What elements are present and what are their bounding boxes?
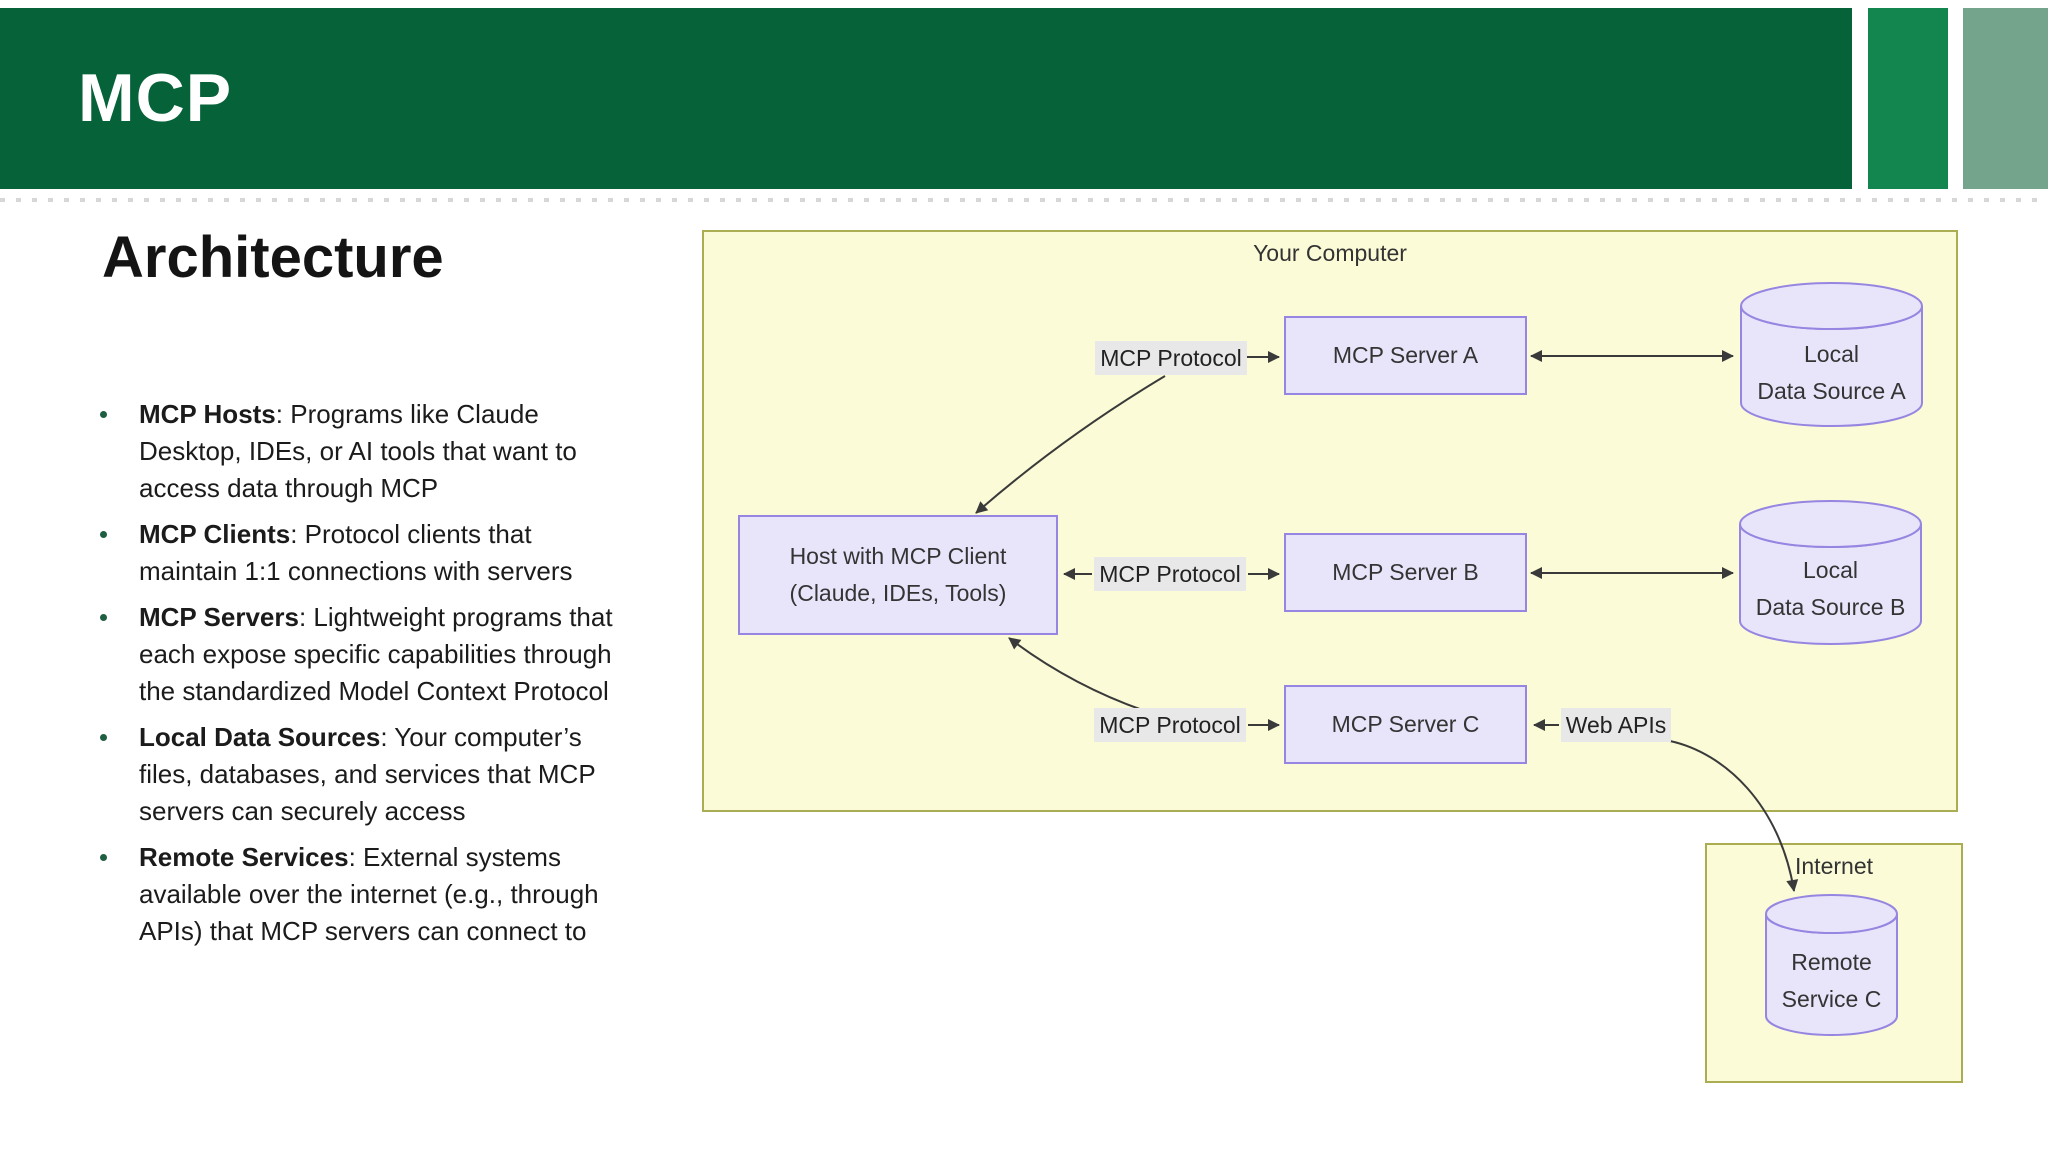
data-source-a-line2: Data Source A: [1757, 378, 1906, 404]
bullet-term: Local Data Sources: [139, 722, 381, 752]
bullet-text: : Programs like Claude Desktop, IDEs, or…: [139, 399, 577, 503]
slide-title: MCP: [78, 60, 233, 136]
remote-service-c-line2: Service C: [1781, 986, 1882, 1012]
remote-service-c-label: Remote Service C: [1766, 944, 1897, 1018]
section-heading: Architecture: [102, 225, 444, 290]
edge-label-mcp-protocol-a: MCP Protocol: [1095, 341, 1247, 375]
edge-label-mcp-protocol-c: MCP Protocol: [1094, 708, 1246, 742]
header-accent-secondary: [1963, 8, 2048, 189]
data-source-b-line2: Data Source B: [1755, 594, 1906, 620]
bullet-item-mcp-servers: MCP Servers: Lightweight programs that e…: [100, 599, 712, 710]
bullet-item-mcp-hosts: MCP Hosts: Programs like Claude Desktop,…: [100, 396, 712, 507]
bullet-item-remote-services: Remote Services: External systems availa…: [100, 839, 712, 950]
bullet-text: : Your computer’s files, databases, and …: [139, 722, 596, 826]
server-a-node: MCP Server A: [1284, 316, 1527, 395]
remote-service-c-line1: Remote: [1791, 949, 1872, 975]
server-a-label: MCP Server A: [1332, 342, 1479, 368]
server-c-node: MCP Server C: [1284, 685, 1527, 764]
server-b-label: MCP Server B: [1332, 559, 1479, 585]
server-b-node: MCP Server B: [1284, 533, 1527, 612]
data-source-a-label: Local Data Source A: [1741, 336, 1922, 410]
header-bar: MCP: [0, 8, 1852, 189]
bullet-item-mcp-clients: MCP Clients: Protocol clients that maint…: [100, 516, 712, 590]
edge-label-mcp-protocol-b: MCP Protocol: [1094, 557, 1246, 591]
host-node-line1: Host with MCP Client: [789, 543, 1007, 569]
bullet-text: : External systems available over the in…: [139, 842, 599, 946]
edge-label-web-apis: Web APIs: [1561, 708, 1671, 742]
header-accent-primary: [1868, 8, 1948, 189]
bullet-item-local-data-sources: Local Data Sources: Your computer’s file…: [100, 719, 712, 830]
data-source-b-line1: Local: [1803, 557, 1858, 583]
bullet-text: : Protocol clients that maintain 1:1 con…: [139, 519, 573, 586]
data-source-b-label: Local Data Source B: [1740, 552, 1921, 626]
bullet-text: : Lightweight programs that each expose …: [139, 602, 613, 706]
dotted-separator: [0, 198, 2048, 202]
bullet-term: MCP Servers: [139, 602, 299, 632]
bullet-term: Remote Services: [139, 842, 349, 872]
data-source-a-line1: Local: [1804, 341, 1859, 367]
server-c-label: MCP Server C: [1331, 711, 1480, 737]
internet-label: Internet: [1795, 853, 1873, 879]
bullet-list: MCP Hosts: Programs like Claude Desktop,…: [100, 396, 712, 959]
host-node-line2: (Claude, IDEs, Tools): [789, 580, 1007, 606]
host-node: Host with MCP Client (Claude, IDEs, Tool…: [738, 515, 1058, 635]
bullet-term: MCP Clients: [139, 519, 291, 549]
your-computer-label: Your Computer: [1253, 240, 1407, 266]
bullet-term: MCP Hosts: [139, 399, 276, 429]
